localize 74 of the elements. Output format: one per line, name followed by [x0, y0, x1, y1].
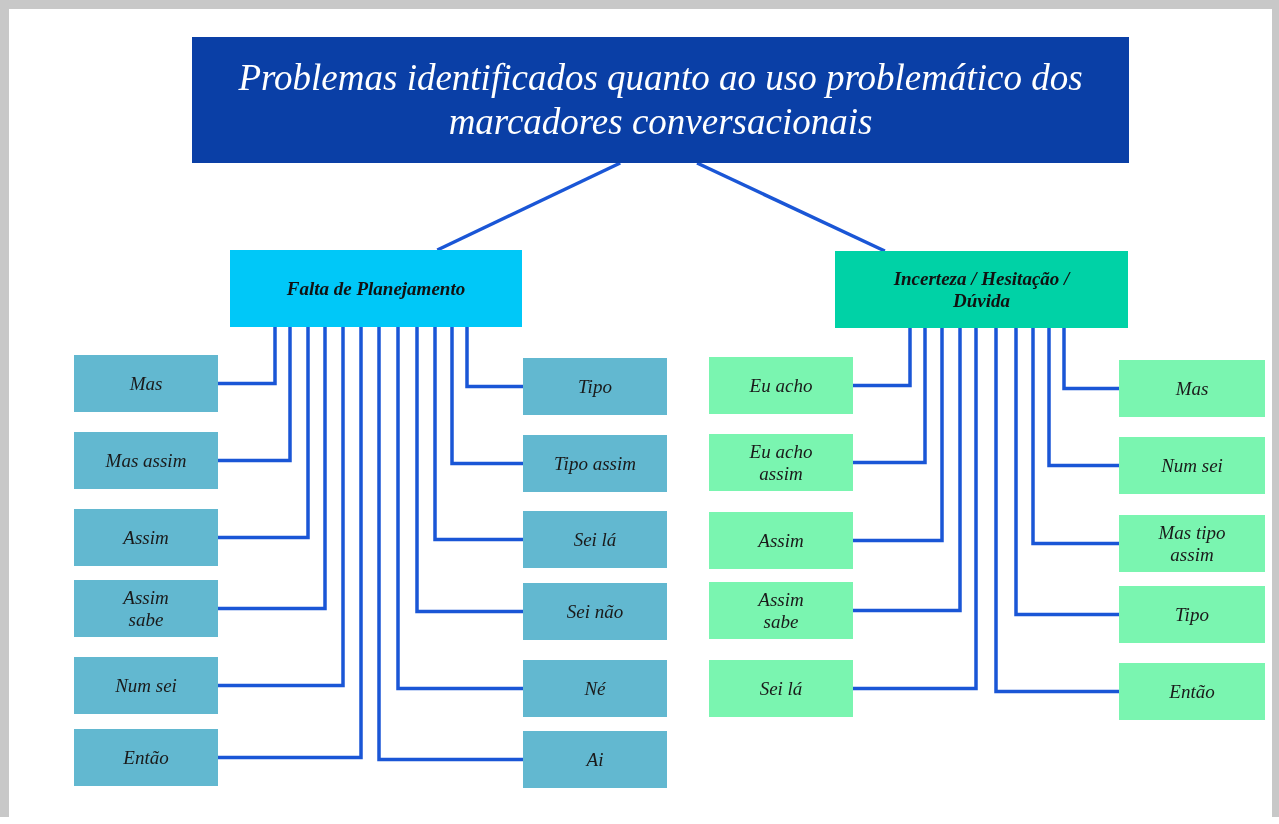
connector-line — [1062, 328, 1119, 391]
marker-box — [709, 434, 853, 491]
marker-box — [1119, 360, 1265, 417]
connector-line — [218, 327, 327, 611]
marker-box — [523, 731, 667, 788]
marker-box — [709, 512, 853, 569]
marker-box — [1119, 586, 1265, 643]
node-label: Tipo — [578, 375, 612, 398]
connector-line — [450, 327, 523, 466]
marker-box — [709, 660, 853, 717]
connector-line — [396, 327, 523, 691]
node-label: Sei lá — [573, 528, 617, 551]
marker-box — [523, 583, 667, 640]
marker-box — [1119, 663, 1265, 720]
marker-box — [523, 511, 667, 568]
marker-box — [74, 729, 218, 786]
node-label: Tipo assim — [554, 452, 636, 475]
marker-box — [523, 358, 667, 415]
node-label: Mas assim — [105, 449, 187, 472]
connector-line — [218, 327, 363, 760]
connector-line — [433, 327, 523, 542]
node-label: Assim — [123, 526, 169, 549]
connector-line — [218, 327, 345, 688]
node-label: Eu acho — [749, 374, 813, 397]
node-label: Mas — [129, 372, 163, 395]
marker-box — [1119, 515, 1265, 572]
connector-line — [853, 328, 962, 613]
node-label: Ai — [586, 748, 604, 771]
marker-box — [74, 580, 218, 637]
node-label: Problemas identificados quanto ao uso problemático dos marcadores conversacionais — [237, 55, 1084, 144]
node-label: Mas tipo assim — [1157, 521, 1227, 566]
node-label: Sei não — [566, 600, 624, 623]
node-label: Sei lá — [759, 677, 803, 700]
node-label: Num sei — [115, 674, 177, 697]
marker-box — [74, 355, 218, 412]
connector-line — [218, 327, 292, 463]
connector-line — [696, 161, 886, 253]
connector-line — [1014, 328, 1119, 617]
marker-box — [74, 432, 218, 489]
node-label: Então — [123, 746, 169, 769]
connector-line — [218, 327, 310, 540]
marker-box — [74, 657, 218, 714]
node-label: Assim sabe — [756, 588, 805, 633]
connector-line — [377, 327, 523, 762]
title-box — [192, 37, 1129, 163]
node-label: Assim sabe — [121, 586, 170, 631]
marker-box — [523, 660, 667, 717]
connector-line — [853, 328, 927, 465]
marker-box — [523, 435, 667, 492]
category-box — [230, 250, 522, 327]
connector-line — [465, 327, 523, 389]
category-box — [835, 251, 1128, 328]
node-label: Assim — [758, 529, 804, 552]
node-label: Tipo — [1175, 603, 1209, 626]
connector-line — [1047, 328, 1119, 468]
connector-line — [994, 328, 1119, 694]
marker-box — [74, 509, 218, 566]
node-label: Incerteza / Hesitação / Dúvida — [892, 267, 1072, 312]
node-label: Falta de Planejamento — [286, 277, 466, 300]
node-label: Eu acho assim — [748, 440, 814, 485]
connector-line — [415, 327, 523, 614]
marker-box — [709, 357, 853, 414]
connector-line — [1031, 328, 1119, 546]
marker-box — [709, 582, 853, 639]
node-label: Num sei — [1161, 454, 1223, 477]
connector-line — [853, 328, 912, 388]
node-label: Então — [1169, 680, 1215, 703]
connector-line — [218, 327, 277, 386]
node-label: Né — [584, 677, 606, 700]
node-label: Mas — [1175, 377, 1209, 400]
marker-box — [1119, 437, 1265, 494]
connector-line — [853, 328, 944, 543]
connector-line — [853, 328, 978, 691]
connector-line — [436, 161, 621, 252]
